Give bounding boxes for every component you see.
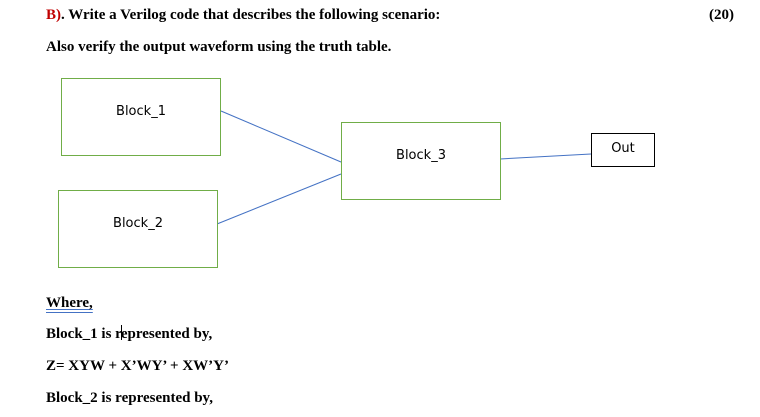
equation-1: Z= XYW + X’WY’ + XW’Y’ [46,358,229,374]
block1-intro: Block_1 is represented by, [46,325,212,343]
where-label: Where, [46,294,93,312]
output-label: Out [611,141,635,156]
output-box: Out [591,133,655,167]
connector-block3-to-out [499,153,592,160]
connector-block2-to-block3 [216,173,342,225]
question-heading: B). Write a Verilog code that describes … [46,6,440,24]
block-2: Block_2 [58,190,218,268]
block-1-label: Block_1 [116,103,166,119]
question-subtext: Also verify the output waveform using th… [46,39,392,55]
block-3-label: Block_3 [396,147,446,163]
where-text: Where, [46,295,93,311]
block-1: Block_1 [61,78,221,156]
question-text: . Write a Verilog code that describes th… [61,7,441,23]
connector-block1-to-block3 [220,110,342,163]
block1-intro-part-b: epresented by, [120,326,213,342]
block-3: Block_3 [341,122,501,200]
block1-intro-part-a: Block_1 is r [46,326,122,342]
text-cursor [120,325,122,340]
block-2-label: Block_2 [113,215,163,231]
question-label: B) [46,7,61,23]
question-marks: (20) [709,7,734,23]
block2-intro: Block_2 is represented by, [46,390,213,406]
